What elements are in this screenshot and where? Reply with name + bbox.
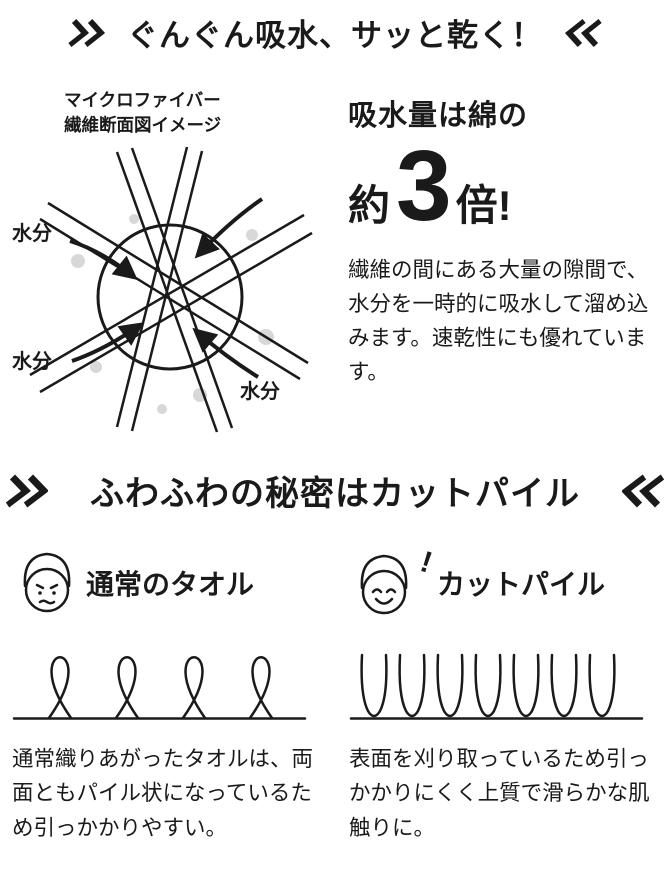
sad-face-icon	[23, 552, 71, 613]
absorb-approx: 約	[348, 182, 391, 229]
absorb-section: マイクロファイバー 繊維断面図イメージ	[12, 88, 658, 445]
chevron-right-icon	[3, 473, 51, 509]
happy-face-icon	[360, 554, 408, 615]
cut-pile-header: ! カットパイル	[349, 545, 658, 621]
cut-pile-column: ! カットパイル 表面を刈り取っているため引っかかりにくく上質で滑らかな肌触りに…	[349, 545, 658, 845]
absorb-number: 3	[396, 130, 452, 242]
absorb-stats-column: 吸水量は綿の 約 3 倍! 繊維の間にある大量の隙間で、水分を一時的に吸水して溜…	[334, 88, 658, 445]
water-label: 水分	[240, 381, 280, 403]
fiber-diagram-column: マイクロファイバー 繊維断面図イメージ	[12, 88, 334, 445]
cut-pile-body: 表面を刈り取っているため引っかかりにくく上質で滑らかな肌触りに。	[349, 747, 650, 840]
cut-pile-illustration	[349, 653, 644, 720]
fiber-cross-section-svg	[29, 146, 313, 433]
absorb-heading: ぐんぐん吸水、サッと乾く！	[0, 10, 670, 55]
absorb-body: 繊維の間にある大量の隙間で、水分を一時的に吸水して溜め込みます。速乾性にも優れて…	[348, 258, 649, 384]
cut-pile-label: カットパイル	[437, 569, 606, 600]
fiber-cross-section-diagram: 水分 水分 水分	[12, 145, 322, 445]
chevron-left-icon	[562, 18, 603, 48]
diagram-caption: マイクロファイバー 繊維断面図イメージ	[12, 88, 334, 137]
absorb-lead: 吸水量は綿の	[348, 100, 529, 132]
normal-towel-header: 通常のタオル	[12, 545, 321, 621]
absorb-amount: 約 3 倍!	[348, 136, 658, 236]
normal-towel-body: 通常織りあがったタオルは、両面ともパイル状になっているため引っかかりやすい。	[12, 747, 314, 840]
absorb-times: 倍!	[455, 182, 512, 229]
pile-heading-text: ふわふわの秘密はカットパイル	[90, 475, 580, 513]
normal-towel-label: 通常のタオル	[86, 569, 255, 600]
chevron-right-icon	[66, 18, 107, 48]
pile-heading: ふわふわの秘密はカットパイル	[3, 466, 667, 515]
diagram-caption-line2: 繊維断面図イメージ	[64, 114, 222, 135]
chevron-left-icon	[619, 473, 667, 509]
absorb-heading-text: ぐんぐん吸水、サッと乾く！	[127, 18, 543, 53]
water-label: 水分	[12, 223, 52, 245]
normal-towel-column: 通常のタオル 通常織りあがったタオルは、両面ともパイル状になっているため引っかか…	[12, 545, 321, 845]
pile-section: 通常のタオル 通常織りあがったタオルは、両面ともパイル状になっているため引っかか…	[12, 545, 658, 845]
diagram-caption-line1: マイクロファイバー	[64, 90, 221, 110]
loop-pile-illustration	[12, 656, 307, 720]
water-label: 水分	[12, 351, 52, 373]
